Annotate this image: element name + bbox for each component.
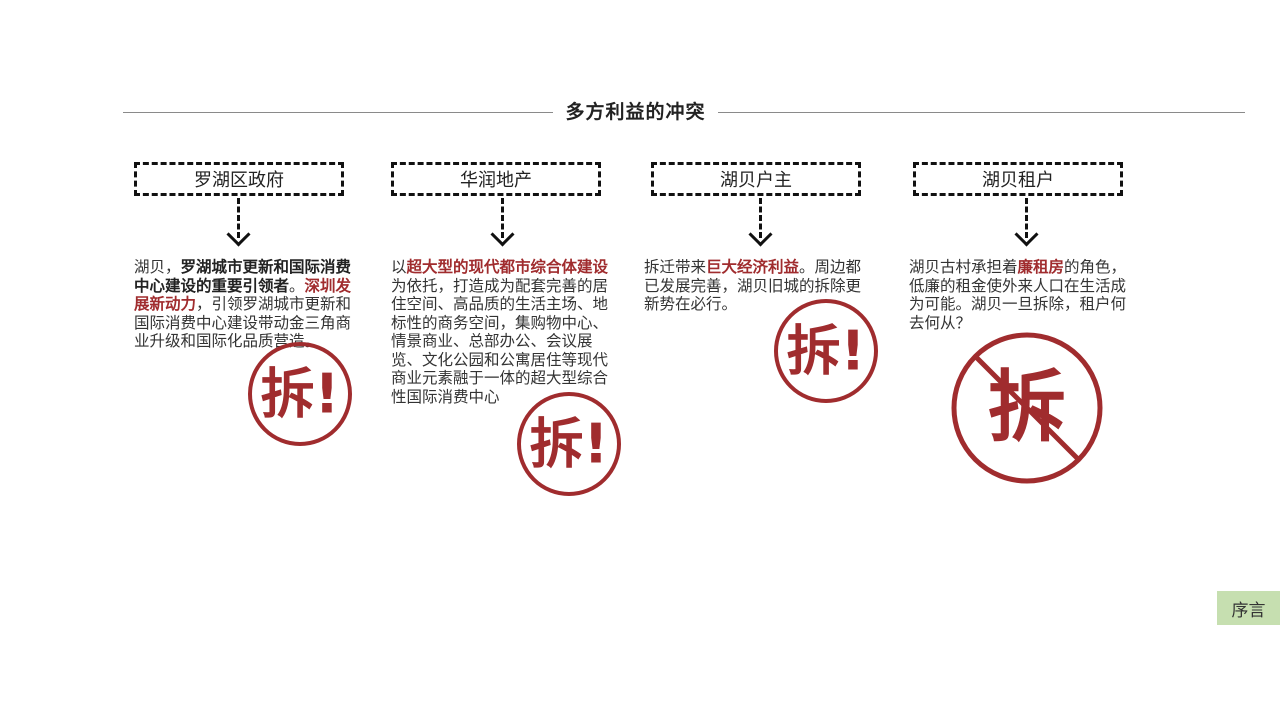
arrow-down-icon — [748, 222, 773, 247]
stakeholder-description: 湖贝，罗湖城市更新和国际消费中心建设的重要引领者。深圳发展新动力，引领罗湖城市更… — [134, 258, 356, 351]
body-text: ，引领罗湖城市更新和国际消费中心建设带动金三角商业升级和国际化品质营造。 — [134, 295, 352, 350]
stakeholder-box-owners: 湖贝户主 — [651, 162, 861, 196]
title-rule-right — [718, 112, 1245, 113]
stakeholder-description: 拆迁带来巨大经济利益。周边都已发展完善，湖贝旧城的拆除更新势在必行。 — [644, 258, 866, 314]
stakeholder-description: 以超大型的现代都市综合体建设为依托，打造成为配套完善的居住空间、高品质的生活主场… — [391, 258, 613, 406]
dashed-connector — [237, 198, 240, 238]
section-label-preface[interactable]: 序言 — [1217, 591, 1280, 625]
stakeholder-label: 湖贝户主 — [720, 170, 792, 191]
stakeholder-box-developer: 华润地产 — [391, 162, 601, 196]
stakeholder-box-tenants: 湖贝租户 — [913, 162, 1123, 196]
arrow-down-icon — [1014, 222, 1039, 247]
body-text: 以 — [391, 258, 407, 276]
page-title: 多方利益的冲突 — [565, 101, 706, 123]
arrow-down-icon — [490, 222, 515, 247]
section-label-text: 序言 — [1231, 600, 1266, 621]
stamp-text: 拆! — [530, 413, 609, 476]
body-text: 拆迁带来 — [644, 258, 707, 276]
stamp-ring — [951, 332, 1103, 484]
demolish-stamp-icon: 拆! — [247, 341, 353, 447]
arrow-down-icon — [226, 222, 251, 247]
stamp-text: 拆! — [261, 363, 340, 426]
stakeholder-label: 华润地产 — [460, 170, 532, 191]
stakeholder-box-government: 罗湖区政府 — [134, 162, 344, 196]
body-text: 。周边都已发展完善，湖贝旧城的拆除更新势在必行。 — [644, 258, 862, 313]
dashed-connector — [1025, 198, 1028, 238]
highlighted-text: 罗湖城市更新和国际消费中心建设的重要引领者 — [134, 258, 352, 295]
body-text: 。 — [289, 276, 305, 295]
body-text: 湖贝古村承担着 — [909, 258, 1018, 276]
demolish-stamp-icon: 拆! — [773, 298, 879, 404]
stakeholder-label: 湖贝租户 — [982, 170, 1054, 191]
highlighted-text: 巨大经济利益 — [706, 258, 800, 276]
stamp-ring — [774, 299, 878, 403]
dashed-connector — [759, 198, 762, 238]
stamp-text: 拆! — [787, 320, 866, 383]
demolish-stamp-icon: 拆! — [516, 391, 622, 497]
title-rule-left — [123, 112, 553, 113]
stamp-ring — [517, 392, 621, 496]
highlighted-text: 深圳发展新动力 — [134, 276, 352, 314]
stamp-cross-line — [973, 354, 1081, 462]
highlighted-text: 超大型的现代都市综合体建设 — [406, 258, 609, 276]
body-text: 湖贝， — [134, 258, 181, 276]
body-text: 的角色，低廉的租金使外来人口在生活成为可能。湖贝一旦拆除，租户何去何从？ — [909, 258, 1127, 332]
stakeholder-label: 罗湖区政府 — [194, 170, 284, 191]
stakeholder-description: 湖贝古村承担着廉租房的角色，低廉的租金使外来人口在生活成为可能。湖贝一旦拆除，租… — [909, 258, 1131, 332]
dashed-connector — [501, 198, 504, 238]
highlighted-text: 廉租房 — [1017, 258, 1065, 276]
stamp-ring — [248, 342, 352, 446]
body-text: 为依托，打造成为配套完善的居住空间、高品质的生活主场、地标性的商务空间，集购物中… — [391, 276, 609, 406]
no-demolish-stamp-icon: 拆 — [951, 332, 1103, 484]
